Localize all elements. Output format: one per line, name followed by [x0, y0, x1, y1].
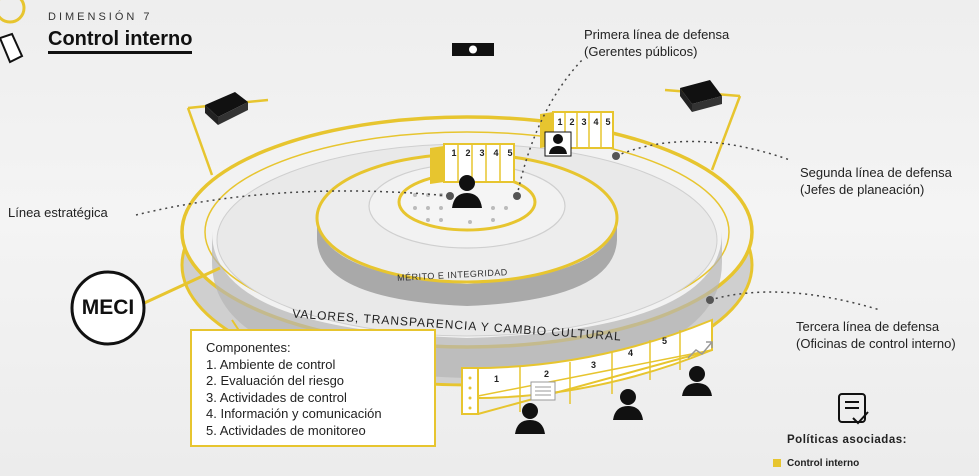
- dimension-label: DIMENSIÓN 7: [48, 11, 153, 23]
- second-line-callout: Segunda línea de defensa (Jefes de plane…: [800, 164, 952, 198]
- components-box: Componentes: 1. Ambiente de control 2. E…: [190, 329, 436, 447]
- component-item: 2. Evaluación del riesgo: [206, 373, 345, 388]
- center-panels: [430, 143, 515, 184]
- document-check-icon: [838, 393, 869, 425]
- panel-number: 1: [557, 117, 563, 127]
- panel-number: 3: [581, 117, 587, 127]
- policy-item: Control interno: [773, 458, 859, 469]
- person-icon: [682, 366, 712, 396]
- camera-icon: [452, 43, 494, 56]
- component-item: 4. Información y comunicación: [206, 406, 382, 421]
- page-title: Control interno: [48, 28, 193, 54]
- component-item: 3. Actividades de control: [206, 389, 347, 405]
- bullet-square-icon: [773, 459, 781, 468]
- person-icon: [452, 175, 482, 208]
- top-right-panel-numbers: 1 2 3 4 5: [554, 117, 614, 127]
- panel-number: 3: [479, 148, 485, 158]
- camera-icon: [680, 80, 722, 112]
- second-line-sub: (Jefes de planeación): [800, 182, 925, 197]
- panel-number: 5: [662, 336, 668, 346]
- panel-number: 4: [593, 117, 599, 127]
- logo-icon: [0, 0, 26, 64]
- third-line-title: Tercera línea de defensa: [796, 319, 940, 334]
- panel-number: 2: [465, 148, 471, 158]
- center-panel-numbers: 1 2 3 4 5: [447, 148, 517, 158]
- panel-number: 5: [605, 117, 611, 127]
- panel-number: 1: [494, 374, 500, 384]
- strategic-line-label: Línea estratégica: [8, 205, 108, 220]
- components-heading: Componentes:: [206, 340, 291, 355]
- second-line-title: Segunda línea de defensa: [800, 165, 952, 180]
- panel-number: 4: [628, 348, 634, 358]
- first-line-sub: (Gerentes públicos): [584, 44, 698, 59]
- third-line-sub: (Oficinas de control interno): [796, 336, 956, 351]
- camera-icon: [205, 92, 248, 125]
- first-line-title: Primera línea de defensa: [584, 27, 730, 42]
- panel-number: 1: [451, 148, 457, 158]
- panel-number: 2: [569, 117, 575, 127]
- panel-number: 2: [544, 369, 550, 379]
- person-icon: [515, 403, 545, 434]
- person-icon: [544, 131, 572, 157]
- policy-item-label: Control interno: [787, 458, 860, 469]
- policies-label: Políticas asociadas:: [787, 434, 907, 446]
- panel-number: 4: [493, 148, 499, 158]
- chart-arrow-icon: [687, 341, 713, 359]
- first-line-callout: Primera línea de defensa (Gerentes públi…: [584, 26, 729, 60]
- panel-number: 5: [507, 148, 513, 158]
- person-icon: [613, 389, 643, 420]
- component-item: 5. Actividades de monitoreo: [206, 422, 366, 438]
- panel-number: 3: [591, 360, 597, 370]
- meci-badge: MECI: [81, 296, 135, 319]
- component-item: 1. Ambiente de control: [206, 356, 336, 372]
- meci-badge-shape: [70, 266, 221, 346]
- third-line-callout: Tercera línea de defensa (Oficinas de co…: [796, 318, 956, 352]
- document-icon: [530, 381, 556, 401]
